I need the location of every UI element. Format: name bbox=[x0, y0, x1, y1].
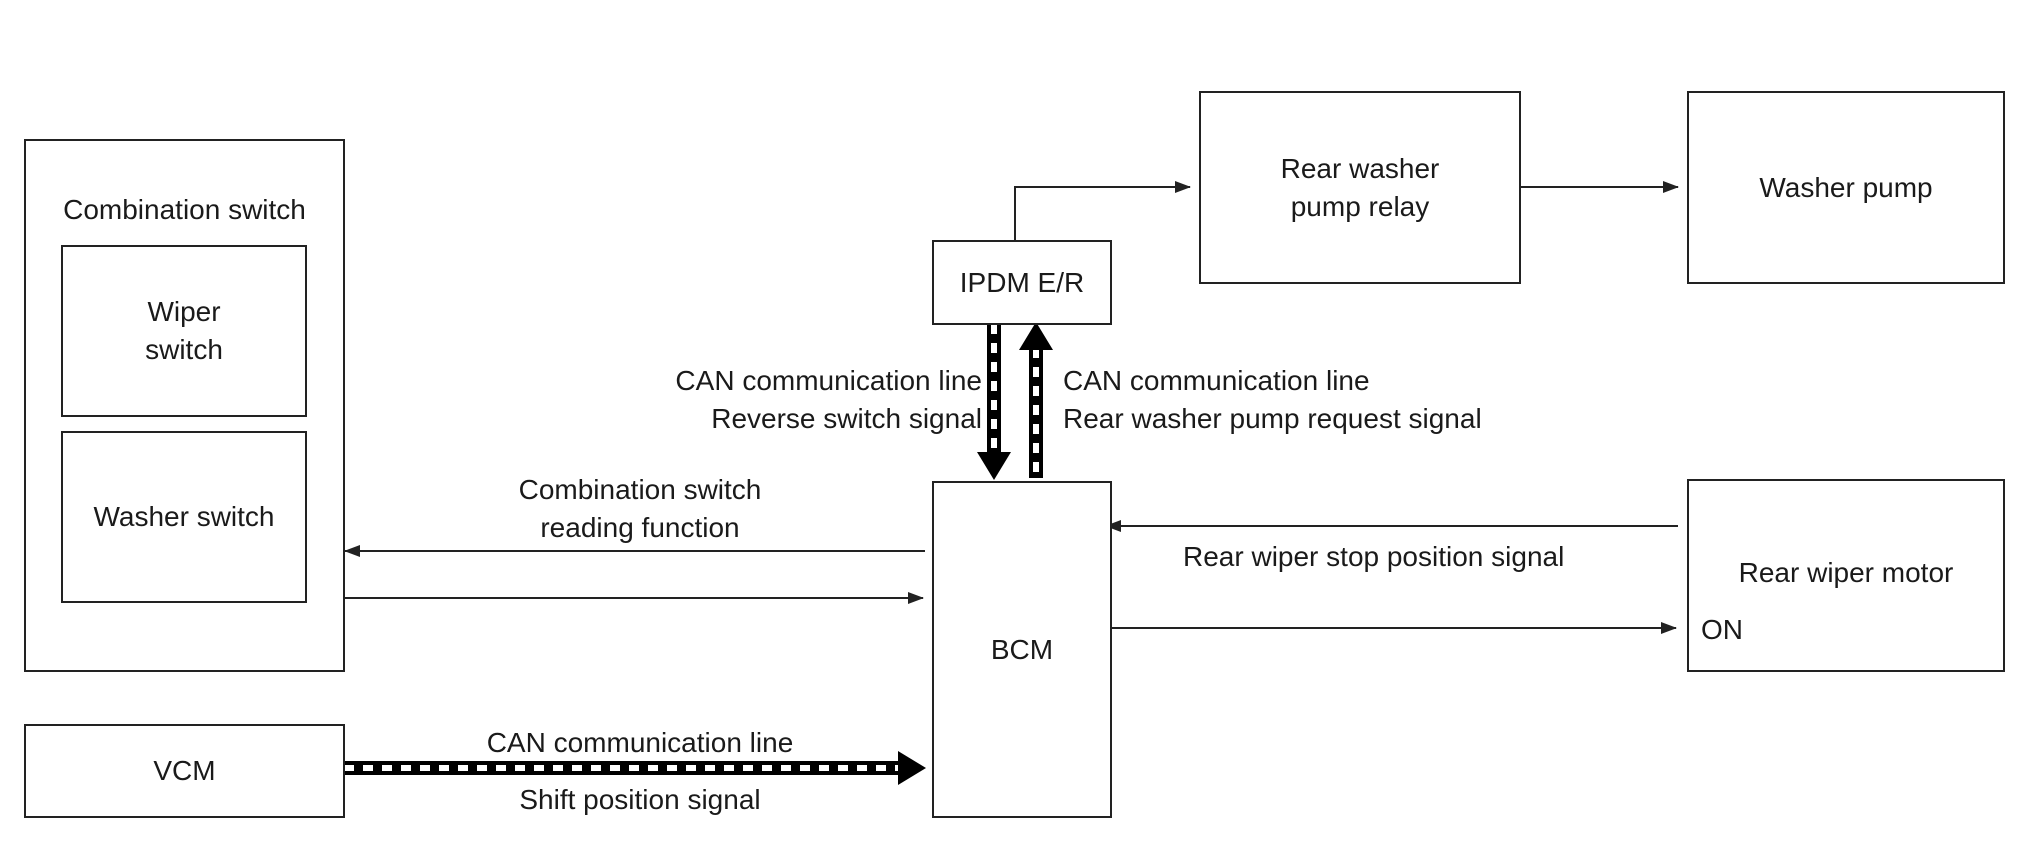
vcm-shift-label: Shift position signal bbox=[519, 784, 761, 815]
ipdm-to-relay-arrow bbox=[1014, 181, 1191, 240]
rear-wiper-motor-on-label: ON bbox=[1701, 614, 1743, 645]
combination-switch-title: Combination switch bbox=[63, 194, 306, 225]
can-line-vcm-to-bcm bbox=[344, 751, 926, 785]
ipdm-label: IPDM E/R bbox=[959, 266, 1085, 298]
rear-washer-pump-relay-label: Rear washer pump relay bbox=[1280, 152, 1440, 222]
can-line-ipdm-to-bcm bbox=[977, 324, 1011, 480]
rear-wiper-motor-box: Rear wiper motor ON bbox=[1687, 479, 2005, 672]
can-left-label: CAN communication line Reverse switch si… bbox=[675, 365, 982, 434]
rear-wiper-stop-label: Rear wiper stop position signal bbox=[1183, 541, 1565, 572]
washer-switch-label: Washer switch bbox=[93, 501, 275, 532]
vcm-label: VCM bbox=[153, 755, 216, 786]
rear-wiper-motor-label: Rear wiper motor bbox=[1738, 557, 1954, 588]
can-line-bcm-to-ipdm bbox=[1019, 322, 1053, 478]
rear-washer-pump-relay-box: Rear washer pump relay bbox=[1199, 91, 1521, 284]
combination-reading-label: Combination switch reading function bbox=[518, 474, 762, 543]
vcm-box: VCM bbox=[24, 724, 345, 818]
washer-pump-label: Washer pump bbox=[1759, 171, 1933, 203]
wiper-switch-label: Wiper switch bbox=[145, 296, 223, 365]
washer-switch-box: Washer switch bbox=[61, 431, 307, 603]
vcm-can-label: CAN communication line bbox=[486, 727, 794, 758]
ipdm-box: IPDM E/R bbox=[932, 240, 1112, 325]
can-right-label: CAN communication line Rear washer pump … bbox=[1063, 365, 1482, 434]
wiper-switch-box: Wiper switch bbox=[61, 245, 307, 417]
bcm-label: BCM bbox=[990, 633, 1054, 665]
bcm-box: BCM bbox=[932, 481, 1112, 818]
washer-pump-box: Washer pump bbox=[1687, 91, 2005, 284]
